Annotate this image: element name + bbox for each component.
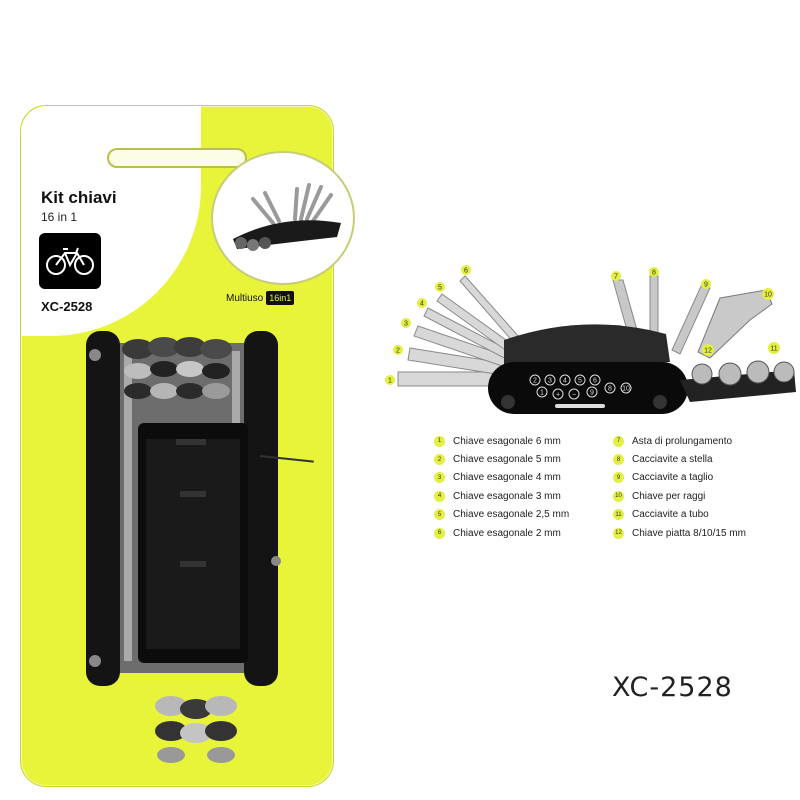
handle-mark: 10 [622,386,630,393]
card-subtitle: 16 in 1 [41,210,78,224]
number-badge: 8 [613,454,624,466]
part-label: Cacciavite a stella [632,454,713,466]
handle-mark: 8 [608,386,612,393]
list-item: 3 Chiave esagonale 4 mm [434,469,569,487]
diagram-label: 9 [704,282,708,289]
unfolded-tool-diagram: 1 2 3 4 5 6 7 8 9 10 11 12 2 3 4 5 6 8 1… [380,262,800,422]
bicycle-icon [39,233,101,289]
part-label: Chiave per raggi [632,490,706,502]
list-item: 10 Chiave per raggi [613,487,746,505]
parts-list-right: 7 Asta di prolungamento 8 Cacciavite a ste… [613,432,746,542]
diagram-label: 11 [770,346,777,353]
part-label: Chiave esagonale 3 mm [453,490,561,502]
handle-mark: 3 [548,378,552,385]
part-label: Cacciavite a taglio [632,472,714,484]
folded-multitool-photo [76,331,291,786]
handle-mark: + [556,392,560,399]
handle-mark: 5 [578,378,582,385]
card-product-code: XC-2528 [41,299,93,314]
handle-mark: 6 [593,378,597,385]
list-item: 4 Chiave esagonale 3 mm [434,487,569,505]
product-code: XC-2528 [612,672,733,703]
hang-slot [107,148,247,168]
number-badge: 4 [434,490,445,502]
diagram-label: 6 [464,268,468,275]
diagram-label: 8 [652,270,656,277]
handle-mark: 9 [590,390,594,397]
blister-card: Kit chiavi 16 in 1 XC-2528 [20,105,355,787]
diagram-label: 10 [764,292,772,299]
multiuso-label: Multiuso 16in1 [226,291,295,305]
diagram-label: 1 [388,378,392,385]
card-title: Kit chiavi [41,188,117,207]
number-badge: 5 [434,509,445,521]
16in1-badge: 16in1 [266,291,295,305]
multiuso-text: Multiuso [226,292,264,304]
number-badge: 11 [613,509,624,521]
diagram-label: 2 [396,348,400,355]
list-item: 12 Chiave piatta 8/10/15 mm [613,524,746,542]
list-item: 5 Chiave esagonale 2,5 mm [434,506,569,524]
diagram-label: 7 [614,274,618,281]
part-label: Chiave esagonale 6 mm [453,435,561,447]
number-badge: 9 [613,472,624,484]
part-label: Chiave esagonale 5 mm [453,454,561,466]
thumbnail-tool-image [211,151,355,285]
number-badge: 3 [434,472,445,484]
number-badge: 7 [613,435,624,447]
handle-mark: 4 [563,378,567,385]
diagram-label: 3 [404,321,408,328]
part-label: Asta di prolungamento [632,435,733,447]
number-badge: 2 [434,454,445,466]
number-badge: 6 [434,527,445,539]
list-item: 8 Cacciavite a stella [613,450,746,468]
number-badge: 10 [613,490,624,502]
list-item: 2 Chiave esagonale 5 mm [434,450,569,468]
diagram-label: 12 [704,348,712,355]
part-label: Cacciavite a tubo [632,509,709,521]
diagram-label: 5 [438,285,442,292]
list-item: 6 Chiave esagonale 2 mm [434,524,569,542]
handle-mark: 1 [540,390,544,397]
part-label: Chiave esagonale 2,5 mm [453,509,570,521]
number-badge: 1 [434,435,445,447]
part-label: Chiave esagonale 4 mm [453,472,561,484]
diagram-label: 4 [420,301,424,308]
list-item: 9 Cacciavite a taglio [613,469,746,487]
handle-mark: 2 [533,378,537,385]
handle-mark: − [572,392,576,399]
part-label: Chiave piatta 8/10/15 mm [632,527,746,539]
list-item: 1 Chiave esagonale 6 mm [434,432,569,450]
part-label: Chiave esagonale 2 mm [453,527,561,539]
number-badge: 12 [613,527,624,539]
list-item: 11 Cacciavite a tubo [613,506,746,524]
list-item: 7 Asta di prolungamento [613,432,746,450]
